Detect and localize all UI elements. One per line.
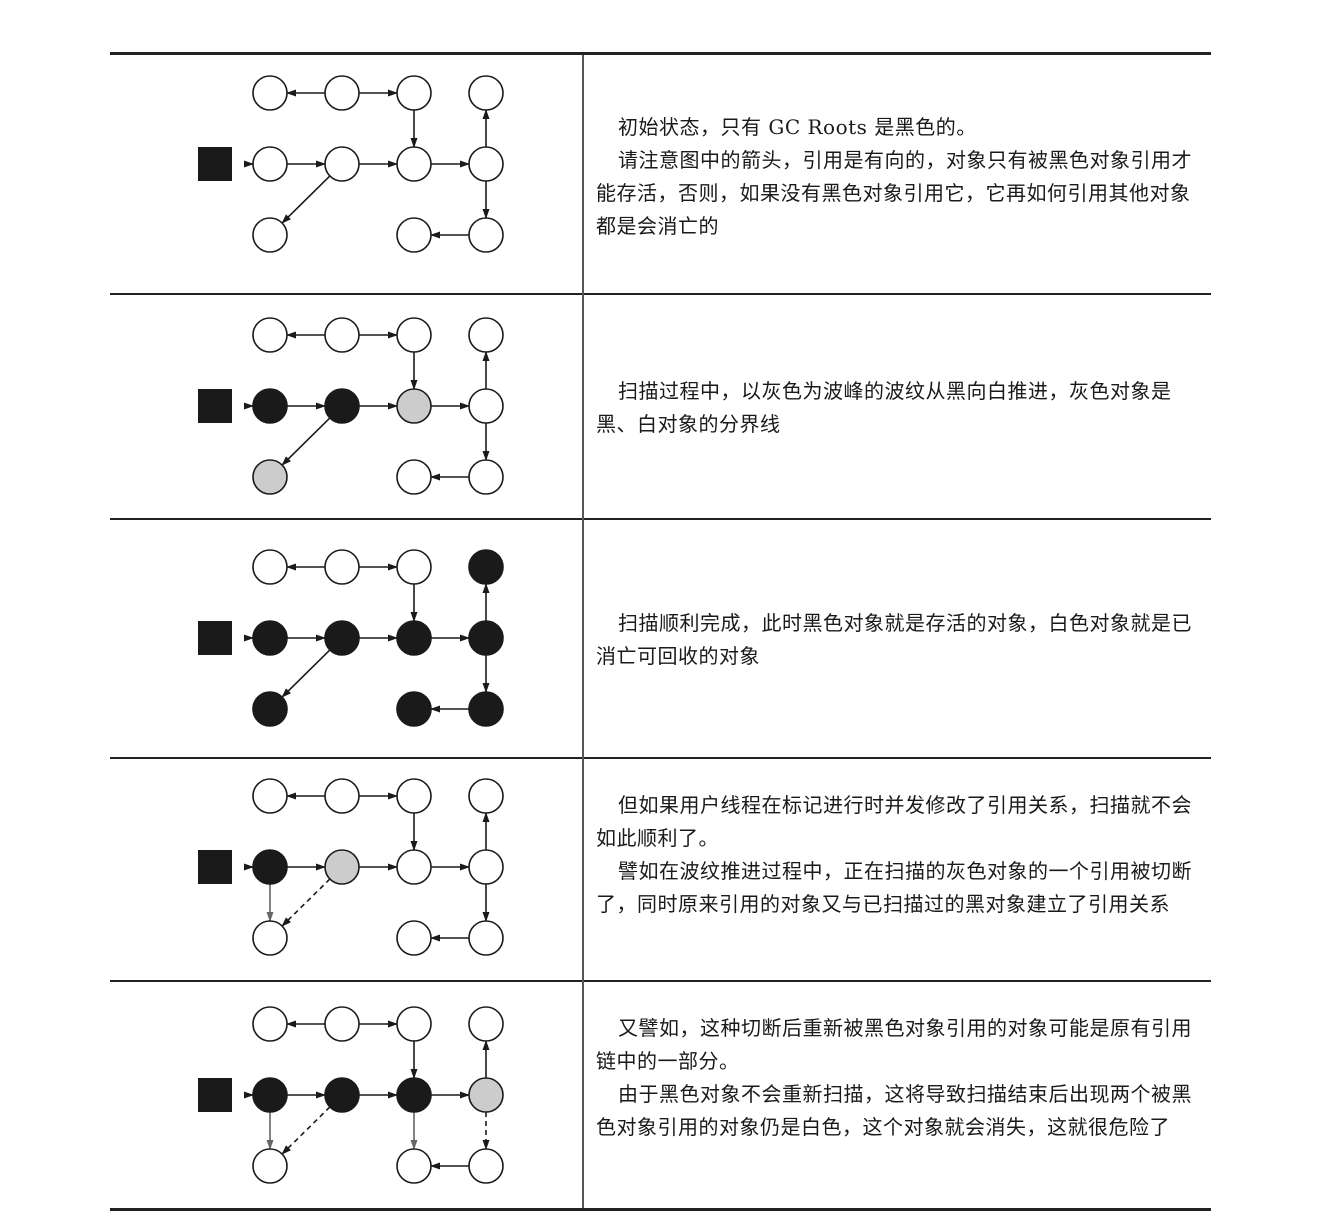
reference-arrow bbox=[281, 1106, 331, 1155]
object-node-white bbox=[252, 75, 288, 111]
object-node-black bbox=[252, 849, 288, 885]
graph-svg bbox=[198, 1006, 504, 1184]
object-node-white bbox=[468, 849, 504, 885]
object-node-white bbox=[468, 1148, 504, 1184]
object-node-white bbox=[396, 778, 432, 814]
graph-svg bbox=[198, 549, 504, 727]
object-node-white bbox=[252, 1148, 288, 1184]
reference-arrow bbox=[281, 878, 331, 927]
description-paragraph: 初始状态，只有 GC Roots 是黑色的。 bbox=[618, 115, 977, 139]
description-paragraph: 由于黑色对象不会重新扫描，这将导致扫描结束后出现两个被黑色对象引用的对象仍是白色… bbox=[596, 1082, 1192, 1139]
object-node-black bbox=[324, 1077, 360, 1113]
object-node-white bbox=[324, 778, 360, 814]
object-node-white bbox=[324, 1006, 360, 1042]
gc-roots-square bbox=[198, 621, 232, 655]
row-description: 又譬如，这种切断后重新被黑色对象引用的对象可能是原有引用链中的一部分。 由于黑色… bbox=[596, 1012, 1206, 1144]
object-node-white bbox=[468, 778, 504, 814]
object-node-white bbox=[396, 549, 432, 585]
object-node-white bbox=[252, 549, 288, 585]
row-scan-complete: 扫描顺利完成，此时黑色对象就是存活的对象，白色对象就是已消亡可回收的对象 bbox=[110, 520, 1211, 757]
object-node-white bbox=[396, 317, 432, 353]
row-description: 扫描顺利完成，此时黑色对象就是存活的对象，白色对象就是已消亡可回收的对象 bbox=[596, 607, 1206, 673]
object-node-white bbox=[396, 459, 432, 495]
column-divider bbox=[582, 55, 584, 1208]
object-node-white bbox=[396, 75, 432, 111]
object-node-white bbox=[324, 549, 360, 585]
object-node-white bbox=[396, 849, 432, 885]
row-divider bbox=[110, 293, 1211, 295]
object-node-white bbox=[468, 146, 504, 182]
object-node-black bbox=[252, 1077, 288, 1113]
gc-roots-square bbox=[198, 850, 232, 884]
description-paragraph: 譬如在波纹推进过程中，正在扫描的灰色对象的一个引用被切断了，同时原来引用的对象又… bbox=[596, 859, 1192, 916]
row-concurrent-modification: 但如果用户线程在标记进行时并发修改了引用关系，扫描就不会如此顺利了。 譬如在波纹… bbox=[110, 759, 1211, 980]
row-scanning: 扫描过程中，以灰色为波峰的波纹从黑向白推进，灰色对象是黑、白对象的分界线 bbox=[110, 295, 1211, 518]
row-divider bbox=[110, 757, 1211, 759]
object-node-black bbox=[252, 620, 288, 656]
row-object-lost: 又譬如，这种切断后重新被黑色对象引用的对象可能是原有引用链中的一部分。 由于黑色… bbox=[110, 982, 1211, 1208]
object-node-white bbox=[468, 459, 504, 495]
object-node-black bbox=[396, 691, 432, 727]
row-initial-state: 初始状态，只有 GC Roots 是黑色的。 请注意图中的箭头，引用是有向的，对… bbox=[110, 55, 1211, 293]
object-node-white bbox=[468, 920, 504, 956]
row-description: 扫描过程中，以灰色为波峰的波纹从黑向白推进，灰色对象是黑、白对象的分界线 bbox=[596, 375, 1206, 441]
object-node-black bbox=[324, 388, 360, 424]
object-node-white bbox=[252, 920, 288, 956]
object-node-gray bbox=[396, 388, 432, 424]
description-paragraph: 又譬如，这种切断后重新被黑色对象引用的对象可能是原有引用链中的一部分。 bbox=[596, 1016, 1192, 1073]
object-node-black bbox=[468, 620, 504, 656]
object-node-white bbox=[324, 75, 360, 111]
gc-roots-square bbox=[198, 1078, 232, 1112]
object-node-black bbox=[252, 388, 288, 424]
object-node-white bbox=[252, 146, 288, 182]
object-node-white bbox=[324, 146, 360, 182]
object-node-white bbox=[468, 1006, 504, 1042]
object-node-black bbox=[468, 549, 504, 585]
bottom-border bbox=[110, 1208, 1211, 1211]
row-divider bbox=[110, 518, 1211, 520]
object-node-gray bbox=[252, 459, 288, 495]
description-paragraph: 扫描顺利完成，此时黑色对象就是存活的对象，白色对象就是已消亡可回收的对象 bbox=[596, 611, 1192, 668]
object-node-white bbox=[468, 217, 504, 253]
object-node-black bbox=[468, 691, 504, 727]
gc-roots-square bbox=[198, 147, 232, 181]
object-node-black bbox=[396, 1077, 432, 1113]
description-paragraph: 但如果用户线程在标记进行时并发修改了引用关系，扫描就不会如此顺利了。 bbox=[596, 793, 1192, 850]
object-node-white bbox=[396, 1006, 432, 1042]
row-description: 但如果用户线程在标记进行时并发修改了引用关系，扫描就不会如此顺利了。 譬如在波纹… bbox=[596, 789, 1206, 921]
object-node-white bbox=[396, 146, 432, 182]
description-paragraph: 扫描过程中，以灰色为波峰的波纹从黑向白推进，灰色对象是黑、白对象的分界线 bbox=[596, 379, 1172, 436]
top-border bbox=[110, 52, 1211, 55]
object-node-gray bbox=[324, 849, 360, 885]
graph-svg bbox=[198, 778, 504, 956]
object-node-black bbox=[252, 691, 288, 727]
description-paragraph: 请注意图中的箭头，引用是有向的，对象只有被黑色对象引用才能存活，否则，如果没有黑… bbox=[596, 148, 1192, 238]
object-node-white bbox=[468, 317, 504, 353]
object-node-black bbox=[396, 620, 432, 656]
graph-svg bbox=[198, 75, 504, 253]
object-node-white bbox=[396, 1148, 432, 1184]
object-node-white bbox=[252, 778, 288, 814]
object-node-gray bbox=[468, 1077, 504, 1113]
reference-arrow bbox=[281, 417, 331, 466]
object-node-white bbox=[252, 217, 288, 253]
gc-roots-square bbox=[198, 389, 232, 423]
graph-svg bbox=[198, 317, 504, 495]
row-divider bbox=[110, 980, 1211, 982]
reference-arrow bbox=[281, 649, 331, 698]
object-node-white bbox=[252, 1006, 288, 1042]
object-node-black bbox=[324, 620, 360, 656]
object-node-white bbox=[468, 75, 504, 111]
object-node-white bbox=[468, 388, 504, 424]
object-node-white bbox=[324, 317, 360, 353]
reference-arrow bbox=[281, 175, 331, 224]
object-node-white bbox=[396, 217, 432, 253]
object-node-white bbox=[252, 317, 288, 353]
row-description: 初始状态，只有 GC Roots 是黑色的。 请注意图中的箭头，引用是有向的，对… bbox=[596, 111, 1206, 243]
object-node-white bbox=[396, 920, 432, 956]
